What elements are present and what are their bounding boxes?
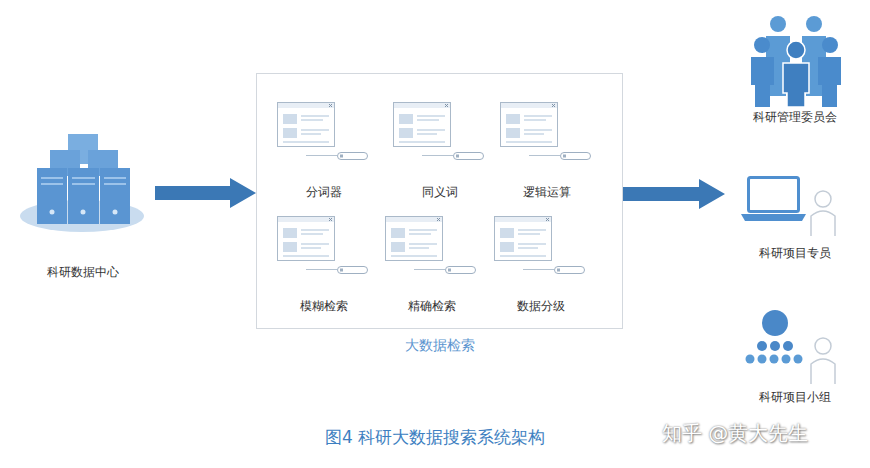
node-label: 科研管理委员会 <box>705 110 870 124</box>
icon-node: 科研项目小组 <box>725 305 865 405</box>
icon-node: 精确检索 <box>382 217 482 317</box>
flow-arrow <box>155 178 256 208</box>
icon-node: 科研数据中心 <box>10 128 155 283</box>
group-label: 大数据检索 <box>237 336 642 354</box>
container-box: 大数据检索分词器同义词逻辑运算模糊检索精确检索数据分级 <box>256 73 623 329</box>
server-icon <box>20 134 144 232</box>
people-icon <box>751 16 841 107</box>
icon-node: 科研管理委员会 <box>725 10 865 128</box>
node-label: 科研项目小组 <box>705 390 870 404</box>
node-label: 数据分级 <box>471 299 611 313</box>
icon-node: 分词器 <box>274 103 374 203</box>
icon-node: 科研项目专员 <box>725 170 865 260</box>
icon-node: 模糊检索 <box>274 217 374 317</box>
node-label: 科研项目专员 <box>705 246 870 260</box>
icon-node: 数据分级 <box>491 217 591 317</box>
icon-node: 同义词 <box>390 103 490 203</box>
node-label: 分词器 <box>254 185 394 199</box>
node-label: 逻辑运算 <box>477 185 617 199</box>
watermark: 知乎 @黄大先生 <box>662 420 808 446</box>
node-label: 科研数据中心 <box>0 265 175 279</box>
node-label: 同义词 <box>370 185 510 199</box>
laptop-icon <box>741 178 835 237</box>
team-icon <box>746 310 836 384</box>
node-label: 精确检索 <box>362 299 502 313</box>
icon-node: 逻辑运算 <box>497 103 597 203</box>
flow-arrow <box>623 179 725 209</box>
node-label: 模糊检索 <box>254 299 394 313</box>
